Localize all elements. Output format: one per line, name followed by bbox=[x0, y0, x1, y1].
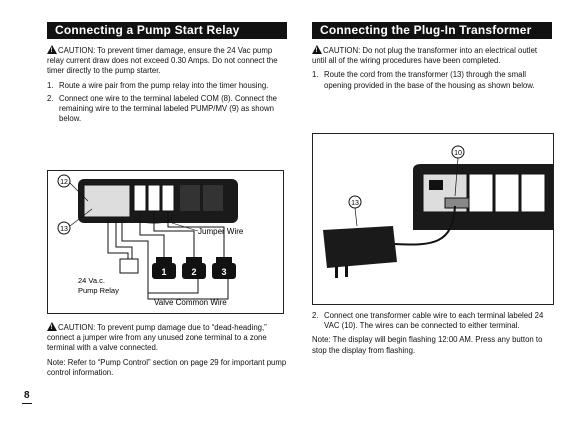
transformer-wiring-diagram: 10 13 bbox=[323, 145, 553, 278]
valve-number: 1 bbox=[161, 267, 166, 277]
valve-number: 2 bbox=[191, 267, 196, 277]
transformer-cord bbox=[394, 205, 456, 246]
terminal-slot bbox=[494, 173, 520, 213]
left-column-bottom: CAUTION: To prevent pump damage due to “… bbox=[47, 322, 287, 378]
valve-common-wire-label: Valve Common Wire bbox=[154, 298, 227, 307]
caution-dead-heading: CAUTION: To prevent pump damage due to “… bbox=[47, 322, 287, 354]
list-item: 2. Connect one wire to the terminal labe… bbox=[47, 94, 287, 125]
caution-text: CAUTION: To prevent timer damage, ensure… bbox=[47, 46, 278, 76]
right-column: Connecting the Plug-In Transformer CAUTI… bbox=[312, 22, 552, 91]
pump-relay-label: Pump Relay bbox=[78, 286, 119, 295]
terminal-strip bbox=[444, 197, 470, 209]
list-item: 1. Route the cord from the transformer (… bbox=[312, 70, 552, 90]
right-column-bottom: 2. Connect one transformer cable wire to… bbox=[312, 311, 552, 356]
terminal-slot bbox=[133, 184, 147, 212]
display-flashing-note: Note: The display will begin flashing 12… bbox=[312, 335, 543, 355]
callout-leader bbox=[69, 182, 89, 202]
step-text: Route a wire pair from the pump relay in… bbox=[59, 80, 269, 90]
step-number: 2. bbox=[312, 311, 319, 320]
callout-circle bbox=[57, 174, 71, 188]
transformer-body bbox=[323, 226, 397, 268]
page-number: 8 bbox=[22, 390, 32, 404]
section-heading-pump-relay: Connecting a Pump Start Relay bbox=[47, 22, 287, 39]
zone-wire bbox=[153, 211, 195, 257]
caution-transformer: CAUTION: Do not plug the transformer int… bbox=[312, 45, 552, 66]
terminal-slot bbox=[468, 173, 494, 213]
plug-prong bbox=[345, 265, 348, 277]
callout-13: 13 bbox=[60, 226, 68, 233]
step-text: Connect one wire to the terminal labeled… bbox=[59, 93, 277, 124]
callout-13: 13 bbox=[351, 200, 359, 207]
battery-slot bbox=[429, 180, 443, 190]
terminal-slot bbox=[161, 184, 175, 212]
jumper-leader bbox=[171, 222, 199, 232]
callout-circle bbox=[57, 221, 71, 235]
housing-vent bbox=[203, 185, 223, 211]
plug-prong bbox=[335, 266, 338, 278]
pump-relay-box bbox=[119, 258, 139, 274]
pump-relay-wiring-diagram: 12 13 Jumper Wire 24 Va.c. Pump Relay 1 … bbox=[57, 174, 244, 307]
caution-text: CAUTION: Do not plug the transformer int… bbox=[312, 46, 538, 66]
left-column: Connecting a Pump Start Relay CAUTION: T… bbox=[47, 22, 287, 124]
terminal-slot bbox=[520, 173, 546, 213]
relay-voltage-label: 24 Va.c. bbox=[78, 276, 105, 285]
caution-icon bbox=[312, 45, 322, 56]
terminal-slot bbox=[147, 184, 161, 212]
terminal-block bbox=[83, 184, 131, 218]
step-number: 1. bbox=[47, 80, 54, 90]
step-number: 1. bbox=[312, 70, 319, 80]
callout-leader bbox=[454, 157, 459, 197]
valve-1: 1 bbox=[152, 257, 176, 279]
valve-common-wire bbox=[147, 271, 199, 294]
caution-icon bbox=[47, 322, 57, 333]
pump-control-note: Note: Refer to “Pump Control” section on… bbox=[47, 357, 287, 377]
transformer-wiring-figure: 10 13 bbox=[312, 133, 554, 305]
step-number: 2. bbox=[47, 93, 54, 103]
section-heading-transformer: Connecting the Plug-In Transformer bbox=[312, 22, 552, 39]
valve-3: 3 bbox=[212, 257, 236, 279]
callout-leader bbox=[69, 208, 93, 227]
callout-12: 12 bbox=[60, 179, 68, 186]
caution-timer-damage: CAUTION: To prevent timer damage, ensure… bbox=[47, 45, 287, 77]
relay-wire bbox=[115, 217, 133, 259]
housing-vent bbox=[180, 185, 200, 211]
list-item: 2. Connect one transformer cable wire to… bbox=[312, 311, 552, 331]
caution-icon bbox=[47, 45, 57, 56]
pump-relay-wiring-figure: 12 13 Jumper Wire 24 Va.c. Pump Relay 1 … bbox=[47, 170, 284, 314]
list-item: 1. Route a wire pair from the pump relay… bbox=[47, 81, 287, 91]
relay-wire bbox=[107, 217, 129, 259]
step-text: Connect one transformer cable wire to ea… bbox=[324, 311, 544, 331]
jumper-wire bbox=[135, 216, 173, 224]
caution-text: CAUTION: To prevent pump damage due to “… bbox=[47, 323, 267, 353]
step-text: Route the cord from the transformer (13)… bbox=[324, 70, 535, 90]
jumper-wire-label: Jumper Wire bbox=[198, 227, 244, 236]
zone-wire bbox=[139, 211, 165, 257]
valve-common-wire bbox=[121, 217, 229, 300]
zone-wire bbox=[167, 211, 225, 257]
valve-number: 3 bbox=[221, 267, 226, 277]
valve-2: 2 bbox=[182, 257, 206, 279]
callout-10: 10 bbox=[454, 150, 462, 157]
callout-leader bbox=[354, 207, 358, 227]
